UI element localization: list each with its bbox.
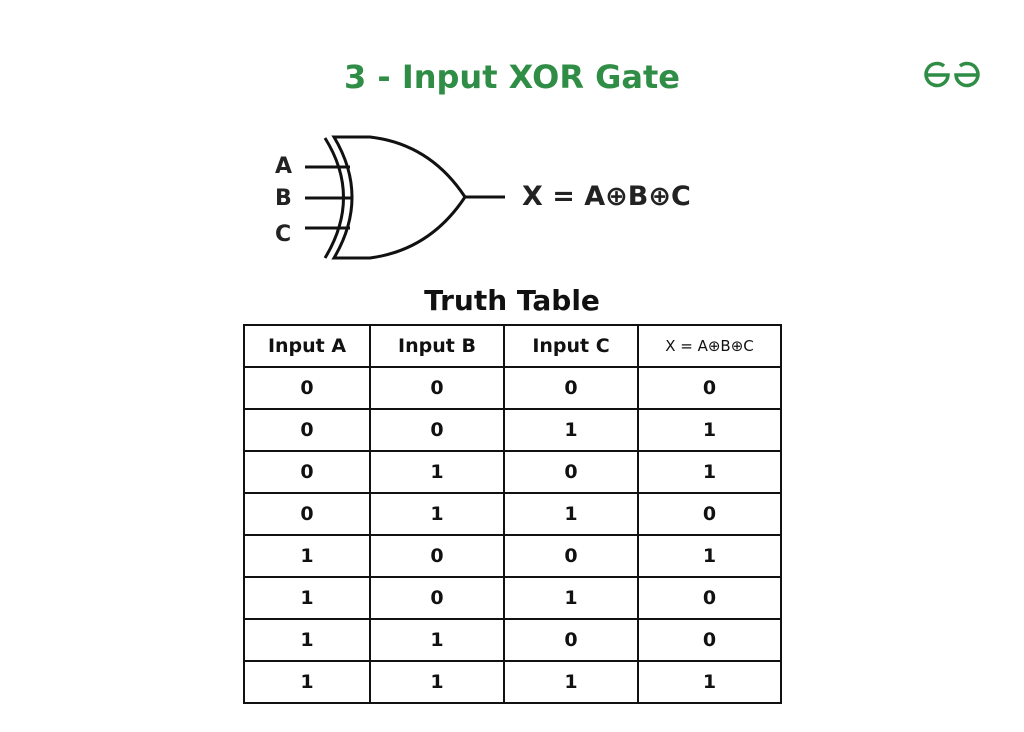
table-cell: 1 — [369, 618, 505, 662]
table-cell: 1 — [369, 492, 505, 536]
table-cell: 1 — [243, 576, 371, 620]
table-cell: 0 — [637, 618, 782, 662]
table-cell: 1 — [503, 576, 639, 620]
truth-table-title: Truth Table — [424, 284, 600, 317]
table-cell: 0 — [243, 492, 371, 536]
header-input-b: Input B — [369, 324, 505, 368]
table-cell: 1 — [369, 450, 505, 494]
table-cell: 1 — [637, 450, 782, 494]
table-cell: 0 — [369, 366, 505, 410]
table-cell: 0 — [637, 576, 782, 620]
table-cell: 1 — [503, 408, 639, 452]
table-cell: 0 — [637, 492, 782, 536]
table-cell: 0 — [503, 534, 639, 578]
table-cell: 1 — [369, 660, 505, 704]
table-cell: 1 — [243, 618, 371, 662]
table-cell: 1 — [243, 660, 371, 704]
table-cell: 0 — [369, 408, 505, 452]
table-cell: 0 — [243, 366, 371, 410]
header-input-a: Input A — [243, 324, 371, 368]
table-cell: 0 — [503, 618, 639, 662]
input-b-label: B — [275, 186, 292, 211]
table-header-row: Input A Input B Input C X = A⊕B⊕C — [243, 324, 782, 368]
table-cell: 0 — [369, 534, 505, 578]
table-cell: 0 — [503, 450, 639, 494]
table-cell: 1 — [637, 408, 782, 452]
header-input-c: Input C — [503, 324, 639, 368]
table-cell: 0 — [369, 576, 505, 620]
table-cell: 0 — [503, 366, 639, 410]
input-a-label: A — [275, 154, 293, 179]
table-cell: 0 — [243, 408, 371, 452]
table-cell: 0 — [243, 450, 371, 494]
output-expression: X = A⊕B⊕C — [522, 181, 691, 212]
table-cell: 1 — [637, 534, 782, 578]
table-cell: 1 — [503, 660, 639, 704]
xor-gate-symbol — [305, 135, 505, 260]
gfg-logo-icon — [924, 61, 980, 88]
input-c-label: C — [275, 222, 292, 247]
table-cell: 1 — [243, 534, 371, 578]
gate-body — [331, 135, 467, 260]
table-cell: 1 — [637, 660, 782, 704]
table-cell: 0 — [637, 366, 782, 410]
header-output: X = A⊕B⊕C — [637, 324, 782, 368]
page-title: 3 - Input XOR Gate — [343, 58, 680, 96]
table-cell: 1 — [503, 492, 639, 536]
